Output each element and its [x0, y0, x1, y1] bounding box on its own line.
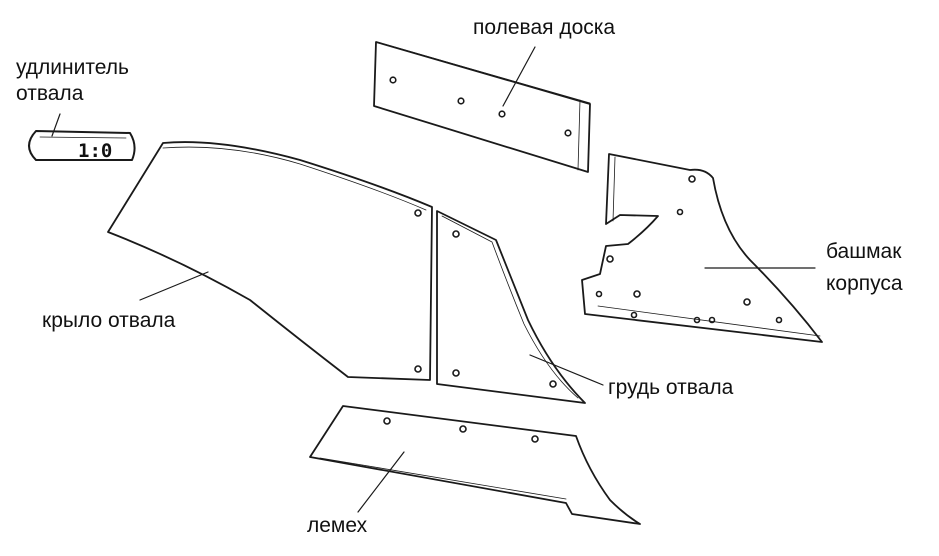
- label-wing: крыло отвала: [42, 309, 176, 332]
- bolt-hole: [549, 380, 557, 388]
- leader-breast: [529, 354, 604, 386]
- extension-marking: 1:0: [78, 140, 112, 162]
- body-shoe-part: [581, 153, 823, 343]
- bolt-hole: [775, 316, 783, 324]
- leader-extension: [51, 113, 61, 137]
- bolt-hole: [688, 175, 696, 183]
- bolt-hole: [383, 417, 391, 425]
- label-extension-line1: удлинитель: [16, 56, 129, 79]
- bolt-hole: [414, 209, 422, 217]
- bolt-hole: [389, 76, 397, 84]
- label-field-board: полевая доска: [473, 16, 616, 39]
- bolt-hole: [531, 435, 539, 443]
- bolt-hole: [743, 298, 751, 306]
- bolt-hole: [630, 311, 638, 319]
- bolt-hole: [633, 290, 641, 298]
- ploughshare-part: [309, 405, 641, 525]
- leader-share: [357, 451, 405, 513]
- bolt-hole: [708, 316, 716, 324]
- field-board-part: [373, 41, 591, 173]
- bolt-hole: [564, 129, 572, 137]
- bolt-hole: [452, 230, 460, 238]
- bolt-hole: [606, 255, 614, 263]
- bolt-hole: [595, 290, 603, 298]
- label-shoe-line1: башмак: [826, 240, 902, 263]
- bolt-hole: [693, 316, 701, 324]
- moldboard-extension-part: 1:0: [28, 130, 136, 162]
- leader-wing: [139, 271, 209, 301]
- moldboard-wing-part: [107, 141, 433, 381]
- bolt-hole: [452, 369, 460, 377]
- leader-lines: [51, 46, 816, 513]
- bolt-hole: [459, 425, 467, 433]
- bolt-hole: [498, 110, 506, 118]
- bolt-hole: [457, 97, 465, 105]
- bolt-hole: [676, 208, 684, 216]
- label-breast: грудь отвала: [608, 376, 734, 399]
- bolt-hole: [414, 365, 422, 373]
- leader-field-board: [502, 46, 536, 107]
- label-share: лемех: [307, 514, 368, 537]
- moldboard-breast-part: [436, 210, 586, 404]
- label-shoe-line2: корпуса: [826, 272, 903, 295]
- label-extension-line2: отвала: [16, 82, 84, 105]
